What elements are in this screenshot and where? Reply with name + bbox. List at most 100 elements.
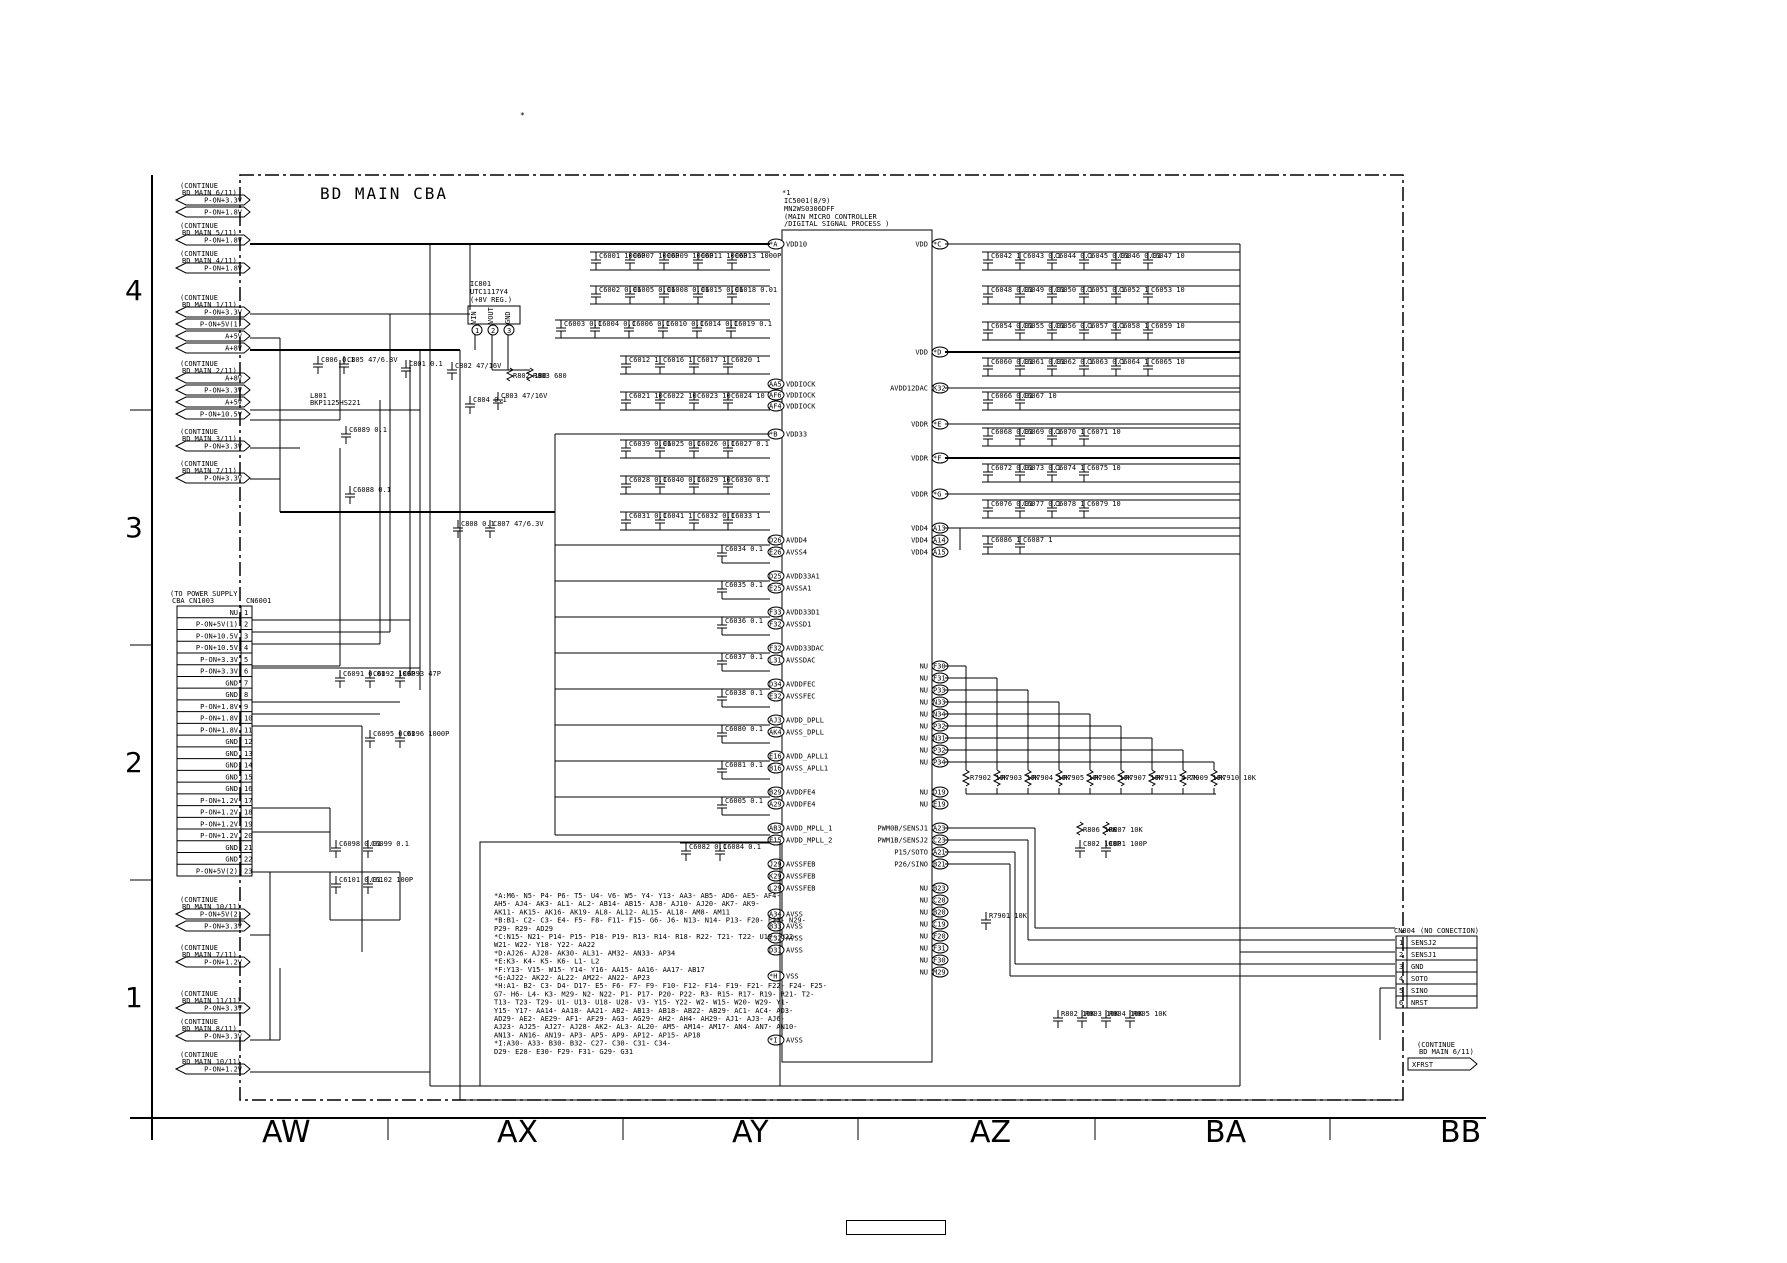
decoupling-capacitor: C6006 0.1 bbox=[632, 320, 670, 328]
decoupling-capacitor: C6031 0.1 bbox=[629, 512, 667, 520]
ic-right-pin-name: P15/SOTO bbox=[894, 849, 928, 857]
analog-capacitor: C6036 0.1 bbox=[725, 617, 763, 625]
ic-left-pin-name: AVSS bbox=[786, 911, 803, 919]
ball-note-line: AJ23- AJ25- AJ27- AJ28- AK2- AL3- AL20- … bbox=[494, 1023, 797, 1031]
decoupling-capacitor: C6025 0.1 bbox=[663, 440, 701, 448]
decoupling-capacitor: C6021 10 bbox=[629, 392, 663, 400]
ic-left-pin-name: AVSS_APLL1 bbox=[786, 765, 828, 773]
ic-right-pin-name: NU bbox=[920, 699, 928, 707]
continue-net-label: P-ON+1.8V bbox=[204, 265, 243, 273]
continue-net-label: P-ON+3.3V bbox=[204, 475, 243, 483]
continue-net-label: A+8V bbox=[225, 375, 243, 383]
decoupling-capacitor: C6059 10 bbox=[1151, 322, 1185, 330]
continue-net-label: P-ON+1.8V bbox=[204, 209, 243, 217]
decoupling-capacitor: C6065 10 bbox=[1151, 358, 1185, 366]
continue-net-label: P-ON+1.2V bbox=[204, 959, 243, 967]
ic-left-ball: B16 bbox=[769, 765, 782, 773]
part-c801: C801 0.1 bbox=[409, 360, 443, 368]
pullup-resistor: R7905 10K bbox=[1063, 774, 1102, 782]
ic-right-pin-name: PWM0B/SENSJ1 bbox=[877, 825, 928, 833]
cn6001-pin-number: 5 bbox=[244, 656, 248, 664]
ball-note-line: W21- W22- Y18- Y22- AA22 bbox=[494, 941, 595, 949]
decoupling-capacitor: C6001 1000P bbox=[599, 252, 645, 260]
cn804-pin-label: SOTO bbox=[1411, 975, 1428, 983]
continue-net-label: P-ON+3.3V bbox=[204, 443, 243, 451]
cn6001-pin-label: P-ON+1.2V bbox=[200, 797, 239, 805]
decoupling-capacitor: C6046 0.01 bbox=[1119, 252, 1161, 260]
ic-right-pin-name: NU bbox=[920, 687, 928, 695]
part-c805: C805 47/6.3V bbox=[347, 356, 398, 364]
ball-notes: *A:M6- N5- P4- P6- T5- U4- V6- W5- Y4- Y… bbox=[494, 892, 827, 1056]
ic-right-ball: A14 bbox=[933, 537, 946, 545]
cn6001-pin-number: 8 bbox=[244, 691, 248, 699]
analog-capacitor: C6035 0.1 bbox=[725, 581, 763, 589]
continue-net-label: P-ON+1.8V bbox=[204, 237, 243, 245]
ic-right-ball: F31 bbox=[933, 945, 946, 953]
continue-net-label: P-ON+10.5V bbox=[200, 411, 243, 419]
decoupling-capacitor: C6050 0.1 bbox=[1055, 286, 1093, 294]
decoupling-capacitor: C6028 0.1 bbox=[629, 476, 667, 484]
ic-right-pin-name: VDD bbox=[915, 349, 928, 357]
ic-left-ball: L29 bbox=[769, 885, 782, 893]
ic-left-pin-name: AVDD33D1 bbox=[786, 609, 820, 617]
cn6001-pin-label: GND bbox=[225, 844, 238, 852]
ic-left-pin-name: AVSSFEB bbox=[786, 861, 816, 869]
ic-left-pin-name: AVSS bbox=[786, 947, 803, 955]
continue-net-label: A+8V bbox=[225, 345, 243, 353]
pll-capacitor: C6082 0.1 bbox=[689, 843, 727, 851]
analog-capacitor: C6034 0.1 bbox=[725, 545, 763, 553]
ic-ref: IC5001(8/9) bbox=[784, 197, 830, 205]
continue-note: BD MAIN 1/11) bbox=[182, 301, 237, 309]
decoupling-capacitor: C6009 1000P bbox=[667, 252, 713, 260]
cn6001-pin-label: NU bbox=[230, 609, 238, 617]
ic-left-ball: B29 bbox=[769, 789, 782, 797]
part-r7901: R7901 10K bbox=[989, 912, 1028, 920]
cn6001-pin-number: 4 bbox=[244, 644, 248, 652]
ic-left-pin-name: AVSS_DPLL bbox=[786, 729, 824, 737]
wiring bbox=[250, 243, 1402, 1101]
decoupling-capacitor: C6052 1 bbox=[1119, 286, 1149, 294]
cn804-pin-number: 5 bbox=[1399, 987, 1403, 995]
ic-right-pin-name: PWM1B/SENSJ2 bbox=[877, 837, 928, 845]
part-c6095: C6095 0.01 bbox=[373, 730, 415, 738]
cn6001-pin-number: 15 bbox=[244, 773, 252, 781]
ic-left-ball: A34 bbox=[769, 911, 782, 919]
decoupling-capacitor: C6026 0.1 bbox=[697, 440, 735, 448]
part-r802b: R802 10K bbox=[1061, 1010, 1096, 1018]
cn6001-pin-label: P-ON+1.2V bbox=[200, 809, 239, 817]
cn804-pin-number: 3 bbox=[1399, 963, 1403, 971]
ic-left-ball: *A bbox=[769, 241, 778, 249]
continue-net-label: P-ON+3.3V bbox=[204, 1005, 243, 1013]
regulator-pin-num-2: 2 bbox=[491, 327, 495, 335]
cn6001-pin-number: 20 bbox=[244, 832, 252, 840]
ic-left-ball: C32 bbox=[769, 935, 782, 943]
ic-right-pin-name: NU bbox=[920, 897, 928, 905]
analog-capacitor: C6037 0.1 bbox=[725, 653, 763, 661]
decoupling-capacitor: C6041 1 bbox=[663, 512, 693, 520]
ic-left-pin-name: AVSS4 bbox=[786, 549, 807, 557]
cn6001-note-1: (TO POWER SUPPLY bbox=[170, 590, 238, 598]
ic-left-pin-name: AVDD33A1 bbox=[786, 573, 820, 581]
ic-right-pin-name: NU bbox=[920, 957, 928, 965]
cn6001-pin-label: GND bbox=[225, 738, 238, 746]
continue-note: (CONTINUE bbox=[180, 428, 218, 436]
part-c6099: C6099 0.1 bbox=[371, 840, 409, 848]
pullup-resistor: R7904 10K bbox=[1032, 774, 1071, 782]
part-c802b: C802 100P bbox=[1083, 840, 1121, 848]
ic-right-pin-name: NU bbox=[920, 945, 928, 953]
decoupling-capacitor: C6039 0.01 bbox=[629, 440, 671, 448]
ball-note-line: *A:M6- N5- P4- P6- T5- U4- V6- W5- Y4- Y… bbox=[494, 892, 781, 900]
ic-right-ball: N33 bbox=[933, 699, 946, 707]
cn6001-note-2: CBA CN1003 bbox=[172, 597, 214, 605]
ic-right-pin-name: P26/SINO bbox=[894, 861, 928, 869]
ic-right-ball: N34 bbox=[933, 711, 946, 719]
decoupling-capacitor: C6048 0.01 bbox=[991, 286, 1033, 294]
ic-right-pin-name: NU bbox=[920, 921, 928, 929]
regulator-pin-gnd: GND bbox=[504, 311, 512, 324]
cn6001-pin-number: 22 bbox=[244, 856, 252, 864]
decoupling-capacitor: C6076 0.01 bbox=[991, 500, 1033, 508]
decoupling-capacitor: C6007 1000P bbox=[633, 252, 679, 260]
